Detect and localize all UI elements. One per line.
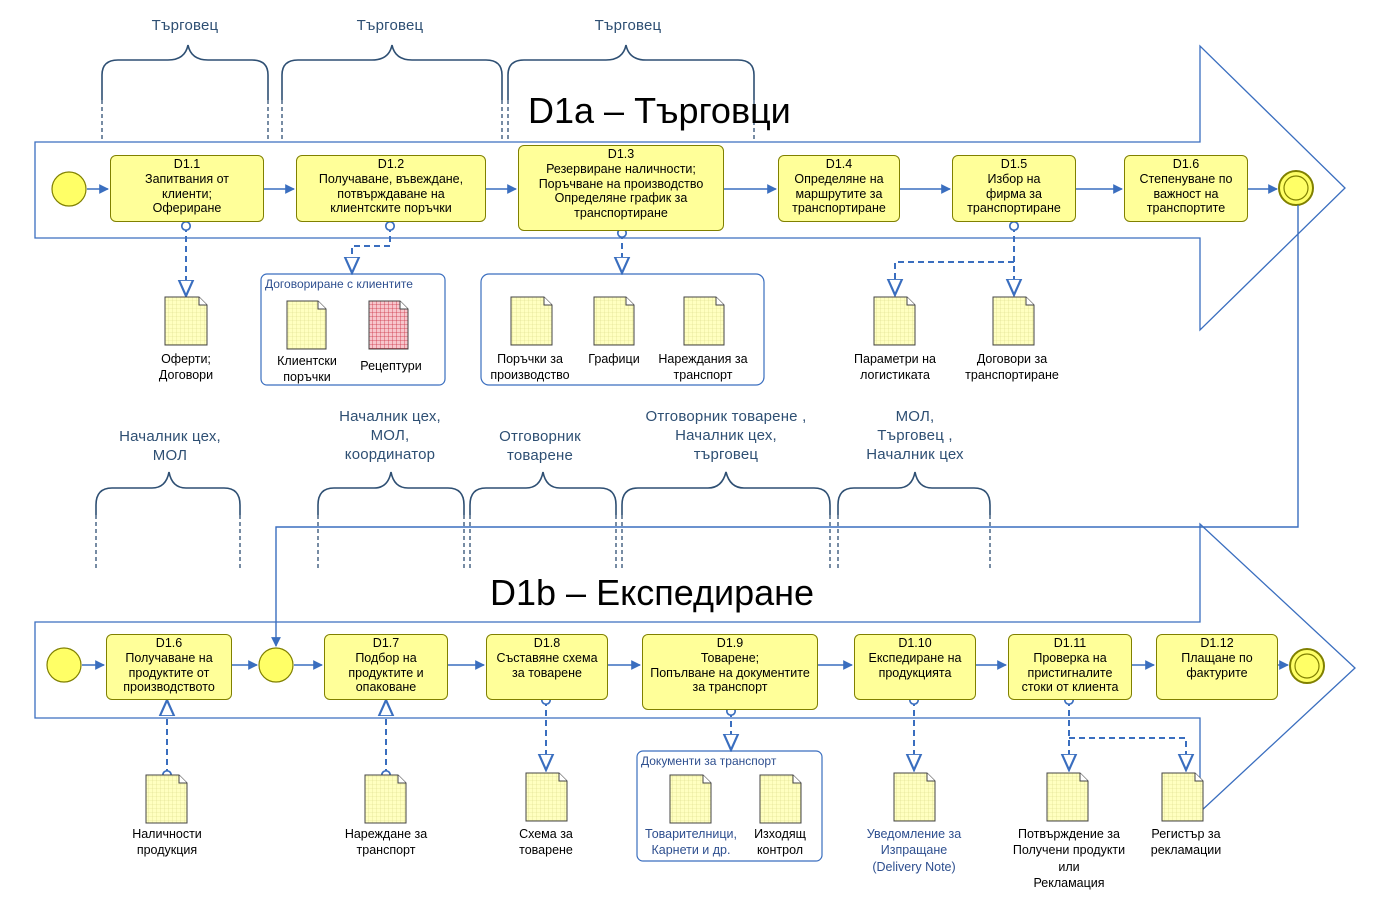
document-label: Рецептури bbox=[360, 359, 422, 373]
document-icon bbox=[1046, 772, 1089, 822]
task-d1-6[interactable]: D1.6 Степенуване по важност на транспорт… bbox=[1124, 155, 1248, 222]
task-label: Степенуване по важност на транспортите bbox=[1139, 171, 1233, 216]
document-label: Регистър за рекламации bbox=[1150, 827, 1222, 858]
document-label: Товарителници, Карнети и др. bbox=[645, 827, 737, 858]
document-icon bbox=[286, 300, 327, 350]
task-id: D1.3 bbox=[607, 147, 635, 161]
task-label: Запитвания от клиенти; Офериране bbox=[145, 171, 229, 216]
role-label: Началник цех, МОЛ, координатор bbox=[339, 408, 441, 463]
task-label: Проверка на пристигналите стоки от клиен… bbox=[1021, 650, 1119, 695]
start-event-d1a bbox=[51, 171, 87, 207]
start-event-d1b bbox=[46, 647, 82, 683]
task-label: Резервиране наличности; Поръчване на про… bbox=[538, 161, 704, 220]
task-label: Плащане по фактурите bbox=[1181, 650, 1253, 680]
task-d1-7[interactable]: D1.7 Подбор на продуктите и опаковане bbox=[324, 634, 448, 700]
task-id: D1.8 bbox=[533, 636, 561, 650]
document-label: Потвърждение за Получени продукти или Ре… bbox=[1012, 827, 1126, 890]
task-label: Получаване на продуктите от производство… bbox=[123, 650, 215, 695]
task-id: D1.4 bbox=[825, 157, 853, 171]
group-label: Договориране с клиентите bbox=[265, 277, 413, 291]
task-d1-8[interactable]: D1.8 Съставяне схема за товарене bbox=[486, 634, 608, 700]
lane-title-d1a: D1a – Търговци bbox=[528, 90, 791, 131]
document-icon bbox=[873, 296, 916, 346]
task-id: D1.9 bbox=[716, 636, 744, 650]
task-id: D1.5 bbox=[1000, 157, 1028, 171]
role-brackets-top bbox=[101, 44, 755, 100]
document-label: Графици bbox=[588, 352, 640, 366]
document-label: Клиентски поръчки bbox=[277, 354, 337, 385]
task-d1-5[interactable]: D1.5 Избор на фирма за транспортиране bbox=[952, 155, 1076, 222]
task-d1-2[interactable]: D1.2 Получаване, въвеждане, потвърждаван… bbox=[296, 155, 486, 222]
document-icon bbox=[164, 296, 208, 346]
role-label: Началник цех, МОЛ bbox=[119, 428, 221, 464]
document-icons bbox=[145, 296, 1204, 824]
task-d1-12[interactable]: D1.12 Плащане по фактурите bbox=[1156, 634, 1278, 700]
document-icon bbox=[593, 296, 635, 346]
task-label: Подбор на продуктите и опаковане bbox=[348, 650, 424, 695]
document-label: Нареждане за транспорт bbox=[344, 827, 428, 858]
group-label: Документи за транспорт bbox=[641, 754, 777, 768]
document-label: Изходящ контрол bbox=[754, 827, 806, 858]
associations-top bbox=[186, 226, 1014, 296]
role-label: Отговорник товарене , Началник цех, търг… bbox=[645, 408, 807, 463]
document-icon bbox=[992, 296, 1035, 346]
task-label: Избор на фирма за транспортиране bbox=[967, 171, 1061, 216]
task-id: D1.10 bbox=[898, 636, 932, 650]
task-d1-9[interactable]: D1.9 Товарене; Попълване на документите … bbox=[642, 634, 818, 710]
document-icon bbox=[1161, 772, 1204, 822]
document-label: Оферти; Договори bbox=[158, 352, 214, 383]
document-icon bbox=[364, 774, 407, 824]
document-icon bbox=[683, 296, 725, 346]
task-d1-4[interactable]: D1.4 Определяне на маршрутите за транспо… bbox=[778, 155, 900, 222]
document-label: Договори за транспортиране bbox=[965, 352, 1059, 383]
task-label: Експедиране на продукцията bbox=[868, 650, 962, 680]
role-label: Търговец bbox=[356, 17, 424, 34]
task-label: Товарене; Попълване на документите за тр… bbox=[650, 650, 810, 695]
document-icon bbox=[893, 772, 936, 822]
task-label: Получаване, въвеждане, потвърждаване на … bbox=[318, 171, 464, 216]
document-icon bbox=[510, 296, 553, 346]
role-label: Отговорник товарене bbox=[499, 428, 581, 464]
document-icon bbox=[759, 774, 802, 824]
role-brackets-bottom bbox=[95, 471, 991, 515]
document-label: Схема за товарене bbox=[519, 827, 573, 858]
task-id: D1.6 bbox=[155, 636, 183, 650]
document-icon bbox=[145, 774, 188, 824]
document-label: Наличности продукция bbox=[132, 827, 202, 858]
document-label: Параметри на логистиката bbox=[854, 352, 936, 383]
document-icon bbox=[525, 772, 568, 822]
task-id: D1.2 bbox=[377, 157, 405, 171]
role-bracket-drops-top bbox=[101, 100, 755, 142]
task-id: D1.12 bbox=[1200, 636, 1234, 650]
task-label: Определяне на маршрутите за транспортира… bbox=[792, 171, 886, 216]
task-label: Съставяне схема за товарене bbox=[496, 650, 598, 680]
role-label: МОЛ, Търговец , Началник цех bbox=[866, 408, 964, 463]
task-d1-1[interactable]: D1.1 Запитвания от клиенти; Офериране bbox=[110, 155, 264, 222]
document-icon bbox=[368, 300, 409, 350]
cross-lane-connector bbox=[271, 205, 1299, 647]
task-id: D1.1 bbox=[173, 157, 201, 171]
task-d1-10[interactable]: D1.10 Експедиране на продукцията bbox=[854, 634, 976, 700]
document-label: Поръчки за производство bbox=[490, 352, 570, 383]
role-label: Търговец bbox=[151, 17, 219, 34]
intermediate-event-d1b bbox=[258, 647, 294, 683]
document-label: Уведомление за Изпращане (Delivery Note) bbox=[866, 827, 962, 874]
lane-title-d1b: D1b – Експедиране bbox=[490, 572, 815, 613]
task-id: D1.11 bbox=[1053, 636, 1087, 650]
task-id: D1.6 bbox=[1172, 157, 1200, 171]
document-label: Нареждания за транспорт bbox=[658, 352, 748, 383]
document-icon bbox=[669, 774, 712, 824]
role-bracket-drops-bottom bbox=[95, 515, 991, 570]
associations-bottom bbox=[167, 700, 1186, 775]
task-d1-11[interactable]: D1.11 Проверка на пристигналите стоки от… bbox=[1008, 634, 1132, 700]
task-d1-3[interactable]: D1.3 Резервиране наличности; Поръчване н… bbox=[518, 145, 724, 231]
role-label: Търговец bbox=[594, 17, 662, 34]
task-id: D1.7 bbox=[372, 636, 400, 650]
task-d1-6b[interactable]: D1.6 Получаване на продуктите от произво… bbox=[106, 634, 232, 700]
